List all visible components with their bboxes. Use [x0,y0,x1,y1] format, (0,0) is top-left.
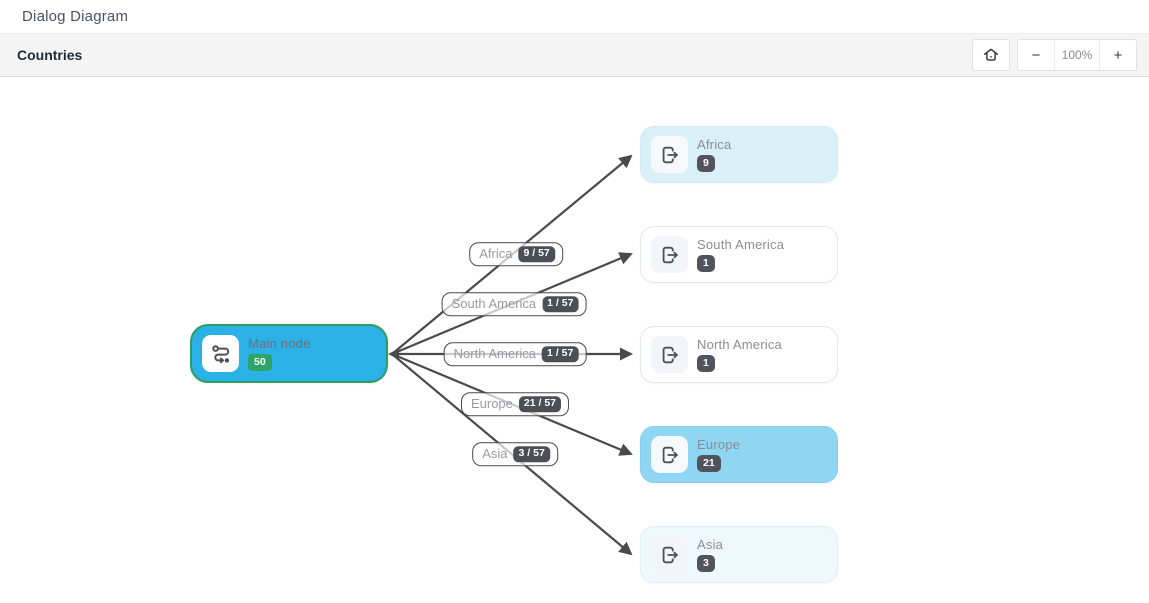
enter-icon [651,536,688,573]
node-south-america[interactable]: South America 1 [640,226,838,283]
enter-icon [651,436,688,473]
edge-label-text: Africa [479,246,513,262]
enter-icon [651,236,688,273]
node-asia[interactable]: Asia 3 [640,526,838,583]
node-body: Europe 21 [697,437,741,472]
node-label: South America [697,237,785,253]
node-count-badge: 1 [697,355,715,372]
edges-layer [388,154,633,556]
enter-icon [651,336,688,373]
node-main[interactable]: Main node 50 [190,324,388,383]
edge-label-count-badge: 3 / 57 [513,446,550,462]
edge-label-europe[interactable]: Europe 21 / 57 [460,392,570,416]
edge-label-count-badge: 9 / 57 [518,246,555,262]
node-body: Africa 9 [697,137,732,172]
node-count-badge: 1 [697,255,715,272]
node-label: North America [697,337,782,353]
node-africa[interactable]: Africa 9 [640,126,838,183]
node-label: Main node [248,336,311,352]
node-europe[interactable]: Europe 21 [640,426,838,483]
edge-label-text: Asia [482,446,508,462]
edge-label-text: South America [451,296,537,312]
edge-label-africa[interactable]: Africa 9 / 57 [469,242,563,266]
enter-icon [651,136,688,173]
node-body: Main node 50 [248,336,311,371]
diagram-title: Countries [17,47,83,63]
page-title: Dialog Diagram [22,8,129,25]
edge-label-count-badge: 21 / 57 [518,396,562,412]
node-count-badge: 9 [697,155,715,172]
edge-label-text: Europe [470,396,513,412]
toolbar-controls: − 100% + [972,39,1137,71]
node-label: Asia [697,537,724,553]
route-icon [202,335,239,372]
node-count-badge: 50 [248,354,272,371]
node-label: Africa [697,137,732,153]
node-body: Asia 3 [697,537,724,572]
fit-view-button[interactable] [972,39,1010,71]
edge-label-north-america[interactable]: North America 1 / 57 [443,342,587,366]
home-icon [982,46,1000,64]
node-body: North America 1 [697,337,782,372]
node-north-america[interactable]: North America 1 [640,326,838,383]
edge-label-count-badge: 1 / 57 [542,346,579,362]
diagram-toolbar: Countries − 100% + [0,33,1149,77]
edge-label-asia[interactable]: Asia 3 / 57 [472,442,558,466]
edge-label-south-america[interactable]: South America 1 / 57 [441,292,587,316]
diagram-canvas[interactable]: Africa 9 / 57 South America 1 / 57 North… [0,77,1149,603]
node-count-badge: 3 [697,555,715,572]
zoom-out-button[interactable]: − [1018,40,1055,70]
edge-arrow-into-main [388,348,399,360]
zoom-level: 100% [1061,48,1093,62]
node-label: Europe [697,437,741,453]
zoom-in-button[interactable]: + [1099,40,1136,70]
node-body: South America 1 [697,237,785,272]
page-header: Dialog Diagram [0,0,1149,33]
edge-label-count-badge: 1 / 57 [542,296,579,312]
node-count-badge: 21 [697,455,721,472]
zoom-controls: − 100% + [1017,39,1137,71]
edge-label-text: North America [453,346,537,362]
